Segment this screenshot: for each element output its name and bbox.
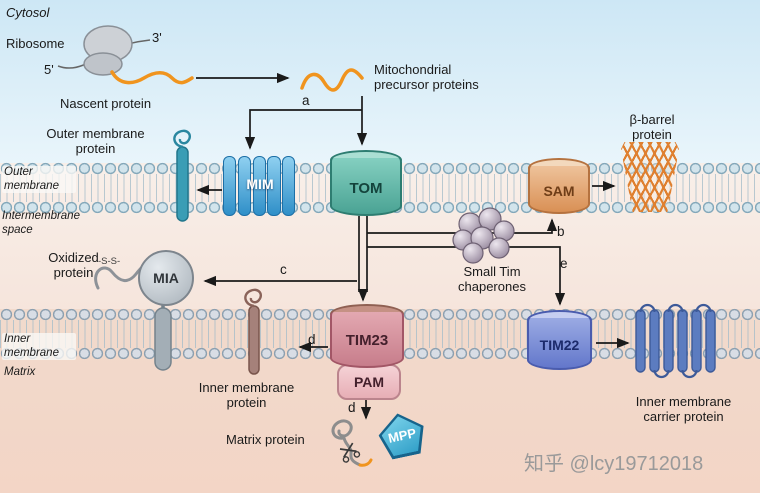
small-tim-chaperones-icon [452, 207, 515, 264]
pathway-arrows [196, 72, 630, 420]
ribosome-icon [83, 25, 133, 76]
scissors-icon [339, 442, 361, 463]
matrix-label: Matrix [4, 366, 36, 378]
intermembrane-space-label: Intermembrane space [2, 210, 80, 236]
sam-label: SAM [543, 183, 575, 199]
disulfide-label: -S-S- [98, 256, 121, 267]
mia-label: MIA [153, 270, 179, 286]
precursor-protein-squiggle [300, 68, 364, 92]
matrix-protein-icon [331, 419, 373, 467]
carrier-protein-label: Inner membrane carrier protein [635, 394, 732, 425]
inner-membrane-protein-label: Inner membrane protein [198, 380, 295, 411]
tim22-body [527, 318, 592, 370]
ribosome-label: Ribosome [6, 36, 65, 51]
beta-barrel-protein-label: β-barrel protein [629, 112, 675, 143]
sam-complex: SAM [528, 158, 590, 214]
mim-subunit [237, 156, 252, 216]
beta-barrel-icon [621, 142, 679, 212]
pam-complex: PAM [337, 364, 401, 400]
tom-body [330, 158, 402, 216]
arrow-branch-to-mim [244, 109, 362, 150]
arrow-e-to-tim22 [367, 246, 566, 306]
tim23-body [330, 312, 404, 368]
step-a-label: a [302, 93, 310, 108]
mia-membrane-anchor [154, 298, 172, 371]
nascent-protein-chain [110, 70, 194, 85]
outer-membrane-protein-label: Outer membrane protein [46, 126, 145, 157]
nascent-protein-label: Nascent protein [60, 96, 152, 111]
tim22-complex: TIM22 [527, 310, 592, 370]
tim23-label: TIM23 [345, 332, 389, 349]
step-c-label: c [280, 262, 287, 277]
outer-membrane-protein-icon [173, 129, 192, 222]
step-e-label: e [560, 256, 568, 271]
mia-complex: MIA [138, 250, 194, 306]
arrow-b-to-sam [367, 218, 558, 234]
outer-membrane-label: Outer membrane [2, 166, 76, 194]
cytosol-label: Cytosol [6, 5, 50, 20]
small-tim-chaperones-label: Small Tim chaperones [458, 264, 526, 295]
step-b-label: b [557, 224, 565, 239]
sam-body [528, 166, 590, 214]
three-prime-label: 3' [152, 30, 162, 45]
pam-label: PAM [353, 374, 385, 390]
mim-subunit [223, 156, 237, 216]
five-prime-label: 5' [44, 62, 54, 77]
mim-label: MIM [246, 176, 274, 192]
watermark-text: 知乎 @lcy19712018 [524, 453, 704, 475]
inner-membrane-protein-icon [244, 288, 263, 375]
tim22-label: TIM22 [539, 337, 580, 353]
mim-subunit [282, 156, 296, 216]
step-d-matrix-label: d [348, 400, 356, 415]
step-d-inner-label: d [308, 332, 316, 347]
matrix-protein-label: Matrix protein [226, 432, 305, 447]
tom-complex: TOM [330, 150, 402, 216]
carrier-protein-icon [635, 303, 716, 379]
mim-complex: MIM [223, 156, 297, 216]
mim-subunit [267, 156, 281, 216]
mim-subunit [252, 156, 266, 216]
tom-label: TOM [349, 180, 383, 197]
oxidized-protein-label: Oxidized protein [48, 250, 99, 281]
inner-membrane-label: Inner membrane [2, 333, 76, 361]
precursor-proteins-label: Mitochondrial precursor proteins [374, 62, 479, 93]
tim23-complex: TIM23 [330, 304, 404, 368]
